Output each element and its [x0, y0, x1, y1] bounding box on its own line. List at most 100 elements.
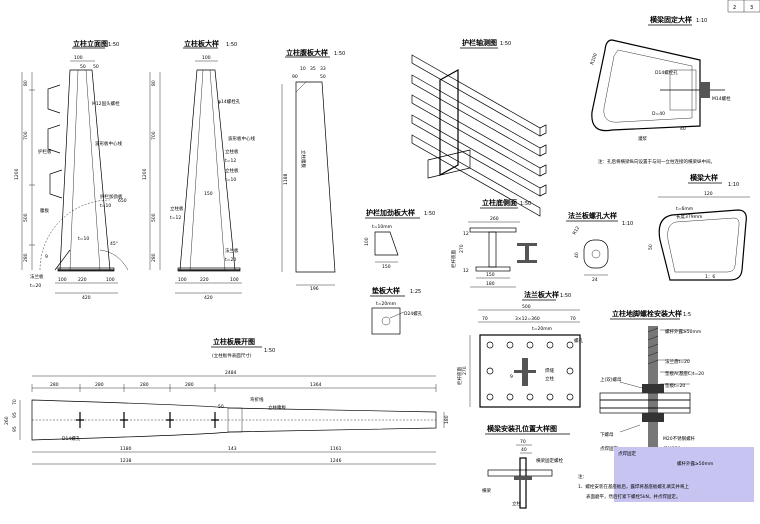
flange-title: 法兰板大样 — [524, 290, 559, 299]
stiffener-dim-1: 150 — [382, 264, 391, 270]
pad-title: 垫板大样 — [372, 286, 400, 295]
unfold-subtitle: (立柱板件表面尺寸) — [212, 352, 252, 359]
fl-dim-top-2: 3×12=360 — [515, 316, 540, 322]
anchor-title: 立柱地脚螺栓安装大样 — [612, 309, 682, 318]
uf-dim-top-1: 280 — [95, 382, 104, 388]
cp-dim-mid-0: 150 — [204, 191, 213, 197]
cp-dim-left-4: 1200 — [142, 168, 148, 180]
cp-label-plate3: 立柱板 — [170, 205, 184, 212]
cp-label-plate2-t: t=10 — [225, 177, 236, 183]
cf-label-dim2: 40 — [680, 126, 686, 132]
bs-dim-bottom-1: 180 — [486, 281, 495, 287]
ce-dim-left-4: 1200 — [14, 168, 20, 180]
wp-dim-top-1: 35 — [310, 66, 316, 72]
uf-dim-bottom-0: 1180 — [120, 446, 132, 452]
ch-dim-1: 40 — [521, 447, 527, 453]
an-label-l7: M20不锈钢螺杆 — [663, 435, 696, 442]
ce-dim-bottom-3: 420 — [82, 295, 91, 301]
fl-dim-top-3: 70 — [570, 316, 576, 322]
an-note2: 1、螺栓安装在基座板后，露焊将基座板螺孔填实并将上 — [578, 483, 689, 490]
pad-view: 垫板大样 1:25 t=20mm D24螺孔 — [370, 286, 423, 335]
uf-label-bend: 弯折线 — [250, 396, 264, 403]
ce-label-web: 腹板 — [40, 207, 49, 214]
ce-dim-bottom-2: 100 — [106, 277, 115, 283]
uf-dim-top-4: 1364 — [310, 382, 322, 388]
crossbeam-fix-view: 横梁固定大样 1:10 R100 D14螺栓孔 M14螺栓 D=40 40 灌浆… — [589, 15, 731, 165]
stiffener-dim-0: 100 — [364, 237, 370, 246]
bs-dim-left-1: 270 — [459, 244, 465, 253]
an-label-l9: 点焊固定 — [600, 445, 618, 452]
ch-label-b: 立柱 — [512, 500, 521, 507]
cf-label-grout: 灌浆 — [638, 135, 647, 142]
column-plate-view: 立柱板大样 1:50 100 80 700 500 280 1200 100 2… — [142, 39, 255, 301]
flange-hole-view: 法兰板螺孔大样 1:10 R12 40 24 — [566, 211, 633, 283]
cp-dim-left-1: 700 — [151, 131, 157, 140]
cb-dim-1: 50 — [648, 244, 654, 250]
stiffener-t: t=10mm — [372, 224, 392, 230]
stiffener-title: 护栏加劲板大样 — [366, 208, 415, 217]
ce-dim-left-0: 80 — [23, 80, 29, 86]
an-note3: 表面磨平，然后打紧下螺栓5kN，并点焊固定。 — [586, 493, 680, 500]
wp-label: 立柱腹板 — [300, 150, 307, 168]
uf-label-hole: D14螺孔 — [62, 435, 81, 442]
an-label-l2: 法兰盘t=20 — [665, 358, 690, 365]
cp-label-guard-center: 波形板中心线 — [228, 135, 255, 142]
ce-dim-top-0: 100 — [74, 55, 83, 61]
uf-dim-bottom-4: 1246 — [330, 458, 342, 464]
web-plate-view: 立柱腹板大样 1:50 10 35 33 90 50 1188 196 立柱腹板 — [281, 48, 345, 292]
web-plate-title: 立柱腹板大样 — [286, 48, 328, 57]
uf-label-n: 50 — [218, 404, 224, 410]
ce-label-stiff: 护栏加劲板 — [100, 193, 123, 200]
ce-dim-left-3: 280 — [23, 253, 29, 262]
uf-dim-bottom-3: 1238 — [120, 458, 132, 464]
cb-ratio: 1：6 — [705, 274, 715, 280]
stiffener-view: 护栏加劲板大样 1:50 t=10mm 100 150 — [364, 208, 435, 270]
ce-label-r: 9 — [45, 254, 48, 260]
unfold-view: 立柱板展开图 1:50 (立柱板件表面尺寸) 2484 280 280 280 … — [4, 337, 450, 465]
an-label-l6: 下螺母 — [600, 431, 614, 438]
column-elevation-view: 立柱立面图 1:50 100 50 50 80 700 500 280 1200 — [14, 39, 129, 301]
an-label-l11: 点焊固定 — [618, 450, 636, 457]
wp-height: 1188 — [283, 173, 289, 185]
bs-dim-bottom-0: 150 — [486, 272, 495, 278]
unfold-holes — [76, 412, 219, 428]
crossbeam-hole-title: 横梁安装孔位置大样图 — [487, 424, 557, 433]
fl-col: 立柱 — [545, 375, 554, 382]
uf-dim-left-0: 70 — [12, 399, 18, 405]
cp-dim-left-0: 80 — [151, 80, 157, 86]
fl-t: t=20mm — [532, 326, 552, 332]
an-label-l5: 上(双)螺母 — [600, 376, 622, 383]
ce-dim-right-0: 650 — [118, 198, 127, 204]
crossbeam-hole-view: 横梁安装孔位置大样图 70 40 横梁固定螺栓 立柱 横梁 — [482, 424, 570, 509]
corner-stamp: 2 3 — [727, 0, 760, 13]
pad-hole: D24螺孔 — [404, 310, 423, 317]
wp-bottom: 196 — [310, 286, 319, 292]
ce-label-guard-center: 波形板中心线 — [95, 140, 122, 147]
cf-label-dim1: D=40 — [652, 111, 665, 117]
flange-scale: 1:50 — [560, 293, 571, 299]
flange-holes — [486, 341, 574, 401]
fl-r: 9 — [510, 374, 513, 380]
ce-dim-left-1: 700 — [23, 131, 29, 140]
cb-len: 长度379mm — [676, 213, 702, 220]
ce-label-stiff-t: t=10 — [100, 203, 111, 209]
fh-dim-0: R12 — [572, 225, 582, 236]
fl-hole: 螺孔 — [574, 337, 583, 344]
bs-dim-left-0: 12 — [463, 231, 469, 237]
bottom-side-scale: 1:50 — [520, 201, 531, 207]
fl-left-0: 270 — [462, 366, 468, 375]
ce-label-bolt: M12固头螺栓 — [92, 100, 120, 107]
uf-label-web: 立柱腹板 — [268, 404, 286, 411]
web-plate-scale: 1:50 — [334, 51, 345, 57]
wp-dim-top-0: 10 — [300, 66, 306, 72]
uf-dim-top-3: 280 — [185, 382, 194, 388]
cp-label-flange-t: t=20 — [225, 257, 236, 263]
bs-dim-top-0: 260 — [490, 216, 499, 222]
pad-scale: 1:25 — [410, 289, 421, 295]
crossbeam-scale: 1:10 — [728, 182, 739, 188]
guard-axon-scale: 1:50 — [500, 41, 511, 47]
an-label-l4: 垫板t=20 — [665, 382, 685, 389]
uf-right: 180 — [444, 415, 450, 424]
ce-label-web-t: t=10 — [78, 236, 89, 242]
